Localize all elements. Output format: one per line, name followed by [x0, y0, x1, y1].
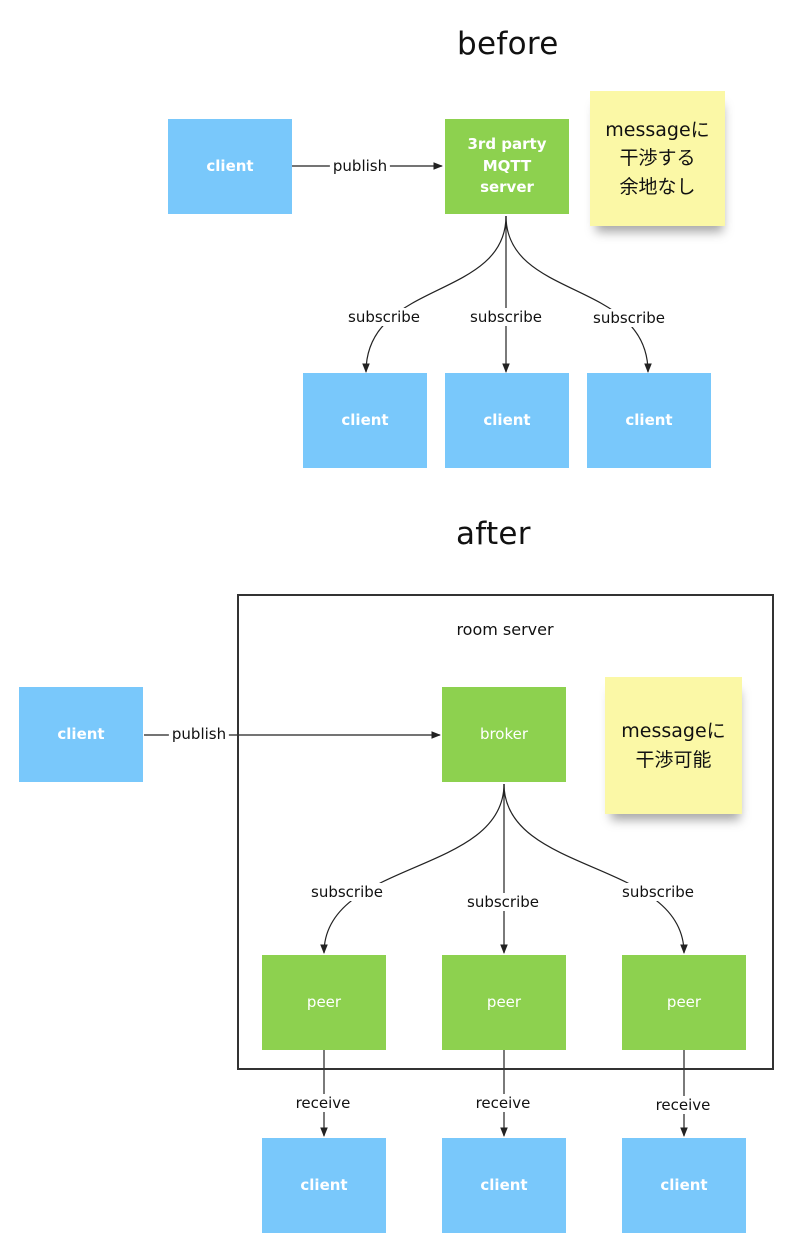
after-subscribe-label-left: subscribe	[308, 883, 386, 901]
before-subscribe-label-right: subscribe	[590, 309, 668, 327]
room-server-container	[237, 594, 774, 1070]
receive-label-middle: receive	[472, 1094, 534, 1112]
before-sticky-note: messageに 干渉する 余地なし	[590, 91, 725, 226]
after-subscribe-arrow-right	[503, 783, 688, 954]
after-subscribe-label-right: subscribe	[619, 883, 697, 901]
before-subscriber-client-left: client	[303, 373, 427, 468]
room-server-title: room server	[456, 620, 554, 639]
broker: broker	[442, 687, 566, 782]
before-subscriber-client-right: client	[587, 373, 711, 468]
third-party-mqtt-server: 3rd party MQTT server	[445, 119, 569, 214]
after-subscribe-label-middle: subscribe	[464, 893, 542, 911]
after-client-middle: client	[442, 1138, 566, 1233]
after-publish-label: publish	[168, 725, 230, 743]
after-title: after	[456, 516, 531, 552]
peer-middle: peer	[442, 955, 566, 1050]
before-subscribe-label-left: subscribe	[345, 308, 423, 326]
after-client-left: client	[262, 1138, 386, 1233]
peer-left: peer	[262, 955, 386, 1050]
peer-right: peer	[622, 955, 746, 1050]
after-client-right: client	[622, 1138, 746, 1233]
before-subscribe-label-middle: subscribe	[467, 308, 545, 326]
before-publish-label: publish	[329, 157, 391, 175]
before-publisher-client: client	[168, 119, 292, 214]
after-subscribe-arrow-left	[320, 783, 505, 954]
after-publisher-client: client	[19, 687, 143, 782]
before-subscribe-arrow-left	[362, 215, 507, 373]
before-subscriber-client-middle: client	[445, 373, 569, 468]
receive-label-right: receive	[652, 1096, 714, 1114]
receive-label-left: receive	[292, 1094, 354, 1112]
before-subscribe-arrow-right	[505, 215, 652, 373]
before-title: before	[457, 26, 559, 62]
after-sticky-note: messageに 干渉可能	[605, 677, 742, 814]
